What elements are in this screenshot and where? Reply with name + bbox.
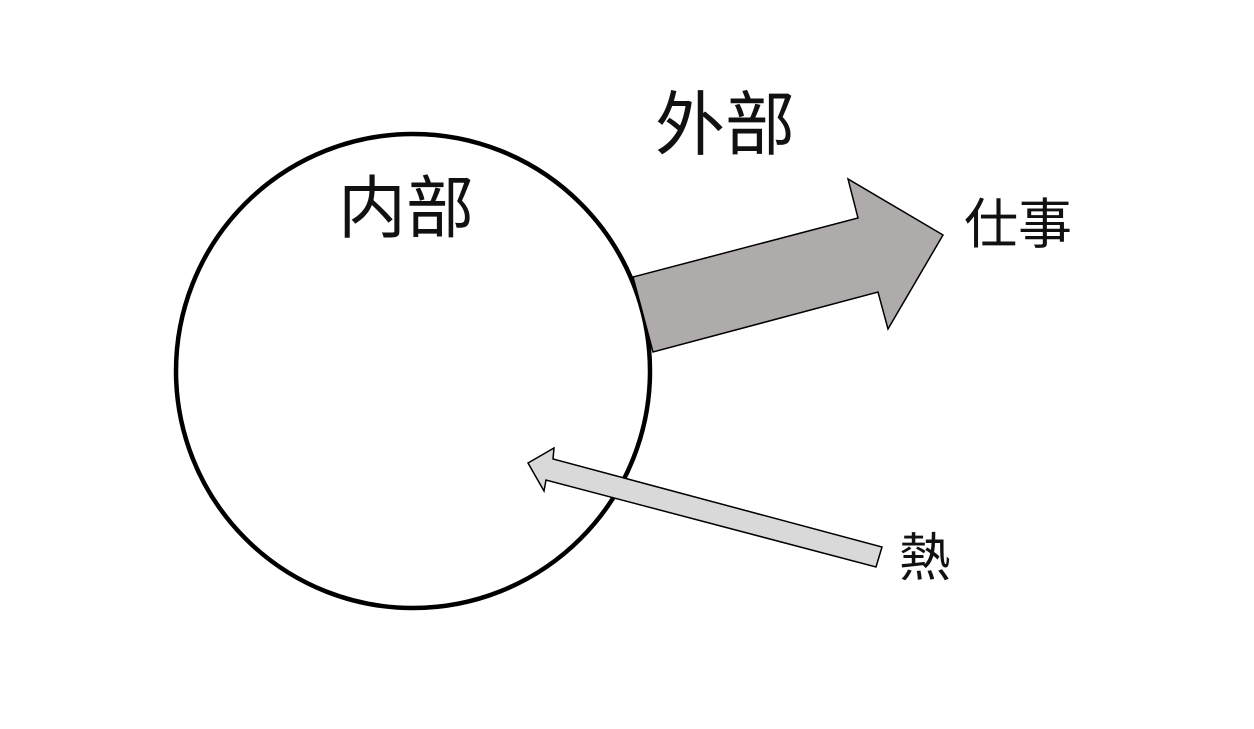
work-label: 仕事 (964, 193, 1072, 256)
work-arrow (632, 177, 945, 353)
heat-arrow (526, 446, 883, 568)
heat-label: 熱 (899, 529, 952, 589)
inside-label: 内部 (338, 170, 475, 249)
system-circle (173, 131, 653, 611)
outside-label: 外部 (655, 84, 795, 166)
